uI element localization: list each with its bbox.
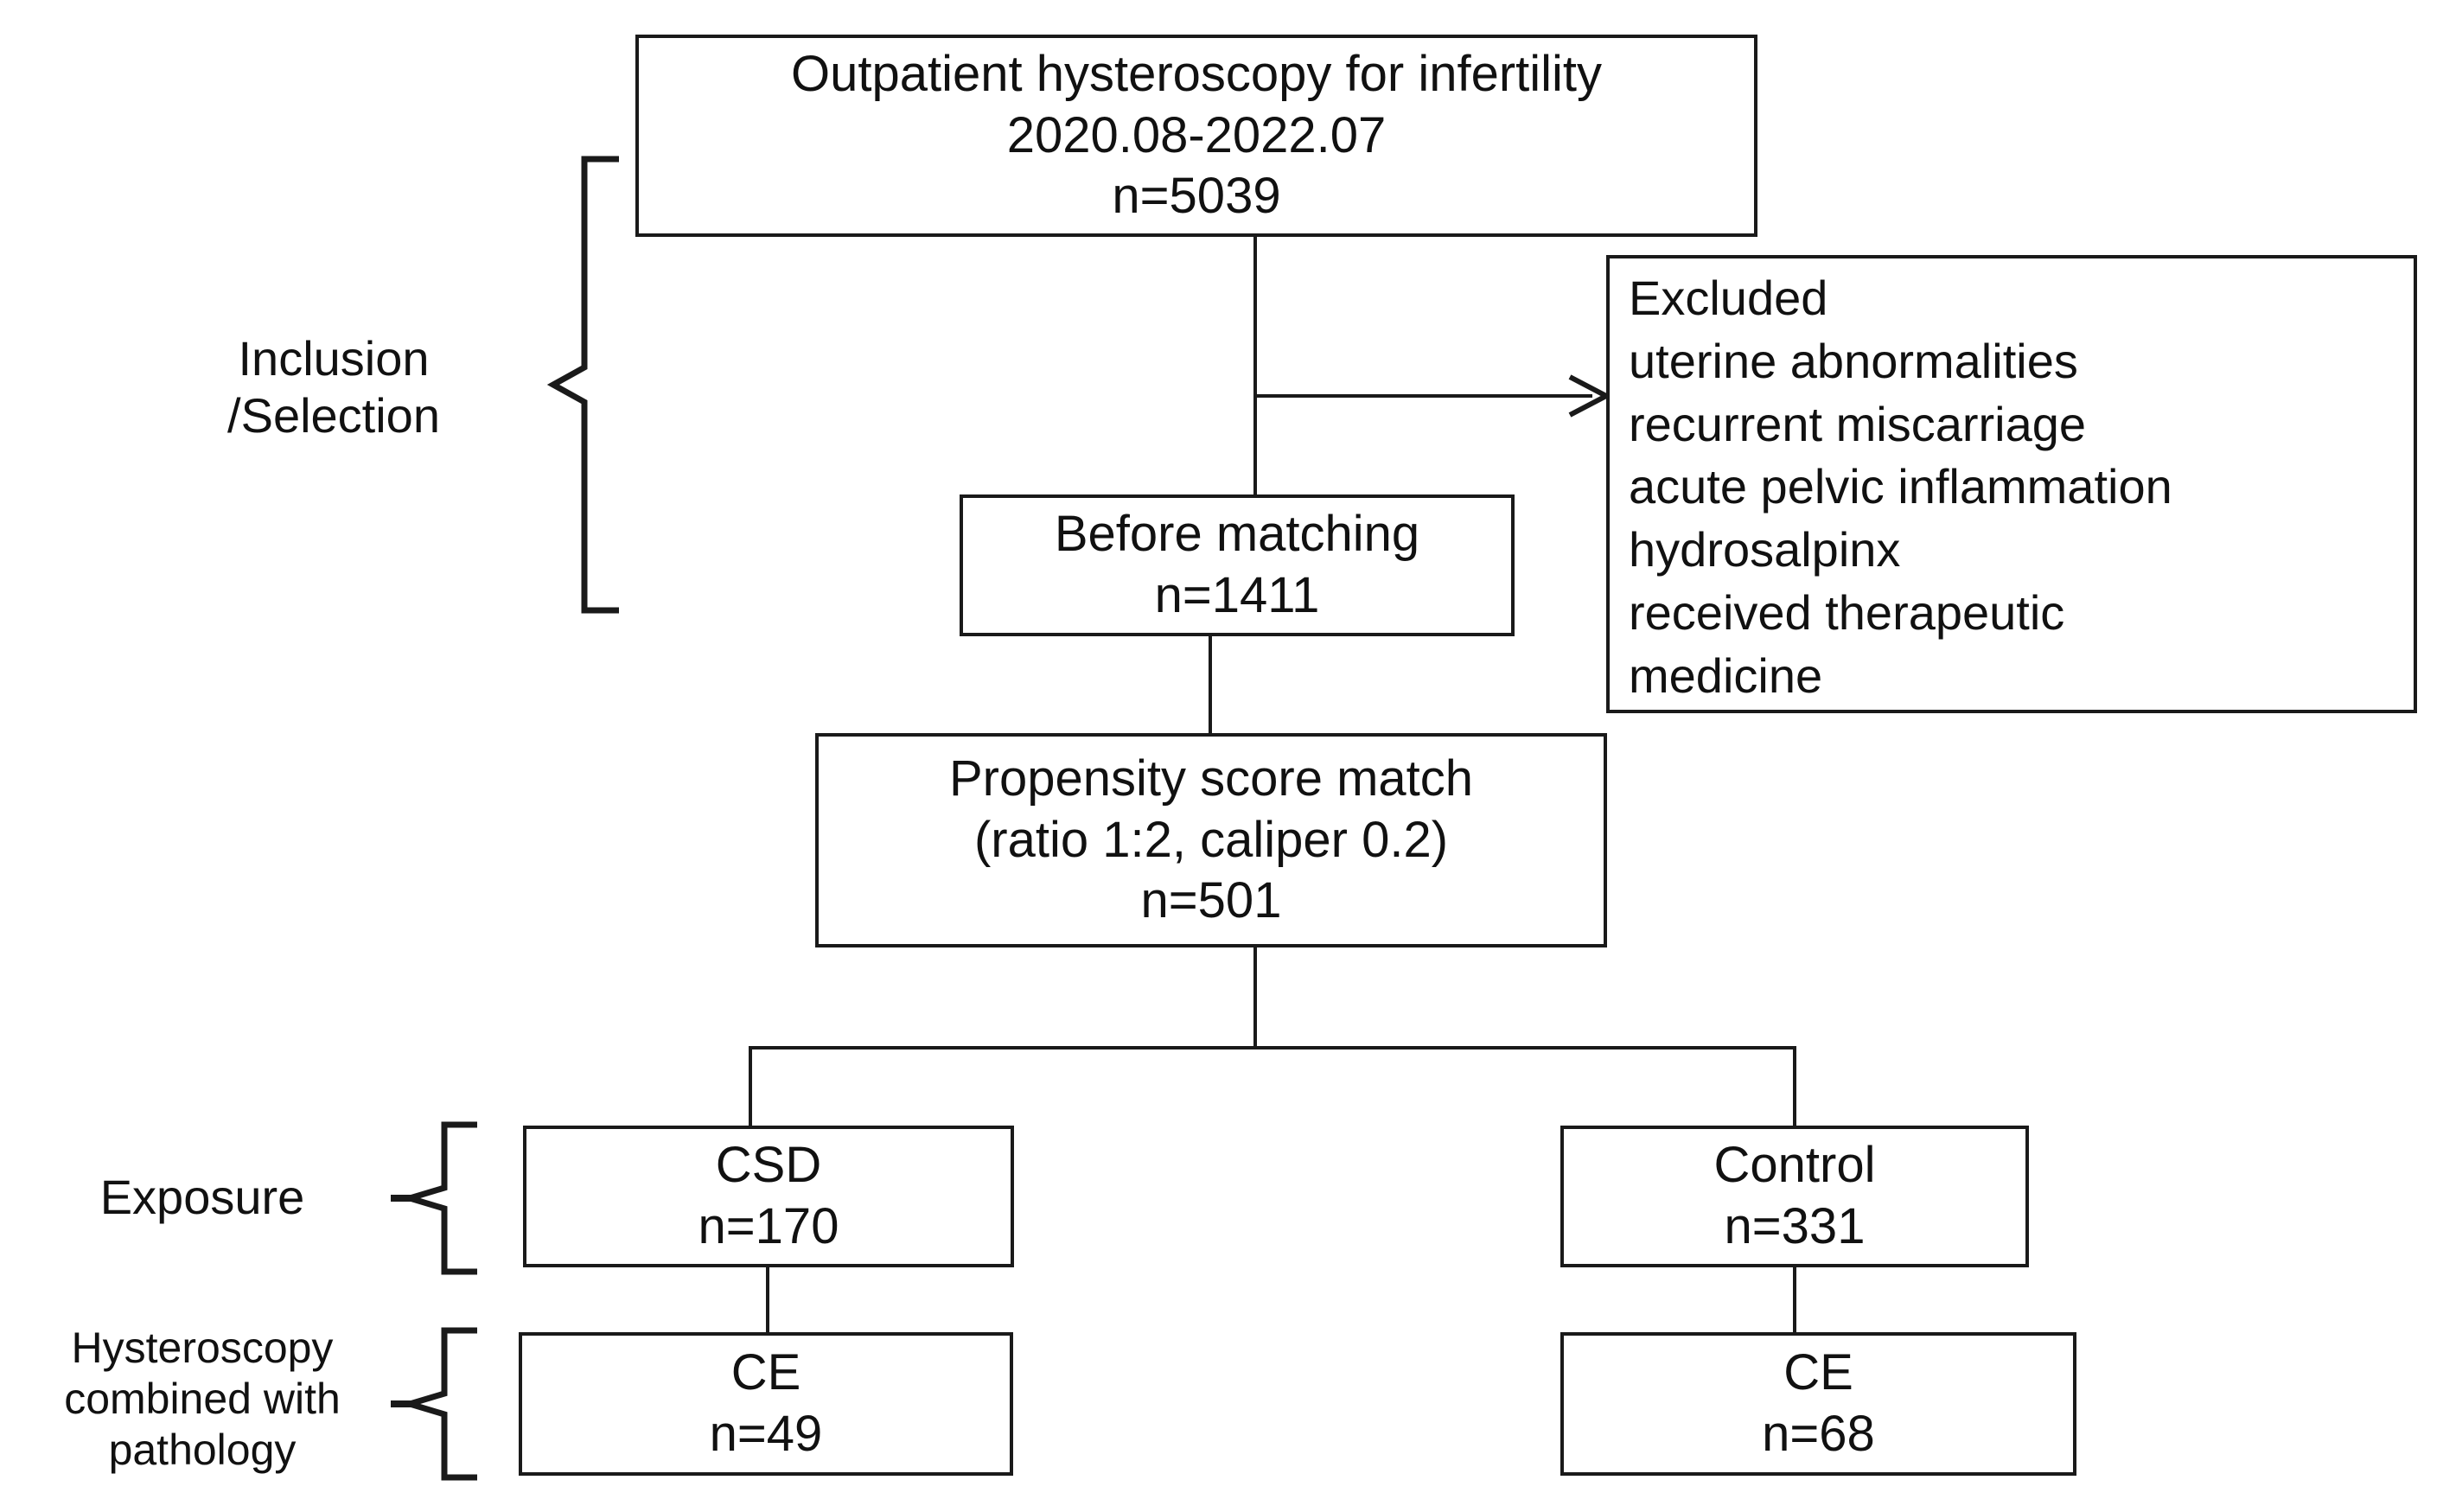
stage-label-inclusion-selection: Inclusion /Selection [227,331,440,443]
connector-source-to-before-matching [1253,235,1257,496]
box-excluded-line-4: acute pelvic inflammation [1629,459,2172,514]
connector-before-matching-to-propensity [1209,635,1212,735]
box-source-line-1: Outpatient hysteroscopy for infertility [790,45,1603,102]
box-ce-csd-line-1: CE [730,1344,801,1401]
box-propensity-score-match: Propensity score match (ratio 1:2, calip… [815,733,1607,947]
stage-label-hysteroscopy-pathology: Hysteroscopy combined with pathology [64,1324,341,1474]
box-csd-line-1: CSD [715,1137,822,1194]
box-before-matching: Before matching n=1411 [960,494,1515,636]
box-excluded-line-6: received therapeutic [1629,584,2065,640]
box-excluded-line-5: hydrosalpinx [1629,522,1901,577]
box-excluded-line-7: medicine [1629,648,1823,703]
box-before-matching-line-1: Before matching [1054,506,1420,563]
box-excluded-line-3: recurrent miscarriage [1629,396,2087,451]
box-excluded-line-2: uterine abnormalities [1629,333,2078,388]
connector-control-to-ce [1793,1266,1796,1334]
connector-csd-to-ce [766,1266,769,1334]
box-source-population: Outpatient hysteroscopy for infertility … [635,35,1757,237]
box-ce-control-line-2: n=68 [1762,1406,1875,1462]
box-before-matching-line-2: n=1411 [1154,567,1320,623]
box-ce-control-line-1: CE [1783,1344,1853,1401]
box-csd-group: CSD n=170 [523,1126,1014,1267]
box-ce-csd: CE n=49 [519,1332,1013,1476]
box-control-group: Control n=331 [1560,1126,2029,1267]
brace-inclusion-selection [546,156,619,614]
connector-to-excluded [1253,394,1592,398]
stage-label-exposure: Exposure [99,1170,305,1224]
box-propensity-line-1: Propensity score match [948,750,1474,807]
box-csd-line-2: n=170 [698,1198,839,1254]
connector-split-right-drop [1793,1046,1796,1127]
box-source-line-3: n=5039 [1112,168,1281,225]
box-excluded-line-1: Excluded [1629,271,1828,325]
connector-split-left-drop [749,1046,752,1127]
connector-split-bar [749,1046,1796,1049]
box-source-line-2: 2020.08-2022.07 [1006,106,1387,163]
brace-hysteroscopy-pathology [391,1327,477,1481]
box-control-line-1: Control [1713,1137,1876,1194]
box-ce-control: CE n=68 [1560,1332,2076,1476]
box-excluded-criteria: Excluded uterine abnormalities recurrent… [1606,255,2417,713]
box-control-line-2: n=331 [1724,1198,1866,1254]
box-propensity-line-2: (ratio 1:2, caliper 0.2) [973,811,1449,868]
box-propensity-line-3: n=501 [1140,872,1282,929]
box-ce-csd-line-2: n=49 [709,1406,823,1462]
brace-exposure [391,1121,477,1275]
connector-propensity-down [1253,947,1257,1048]
